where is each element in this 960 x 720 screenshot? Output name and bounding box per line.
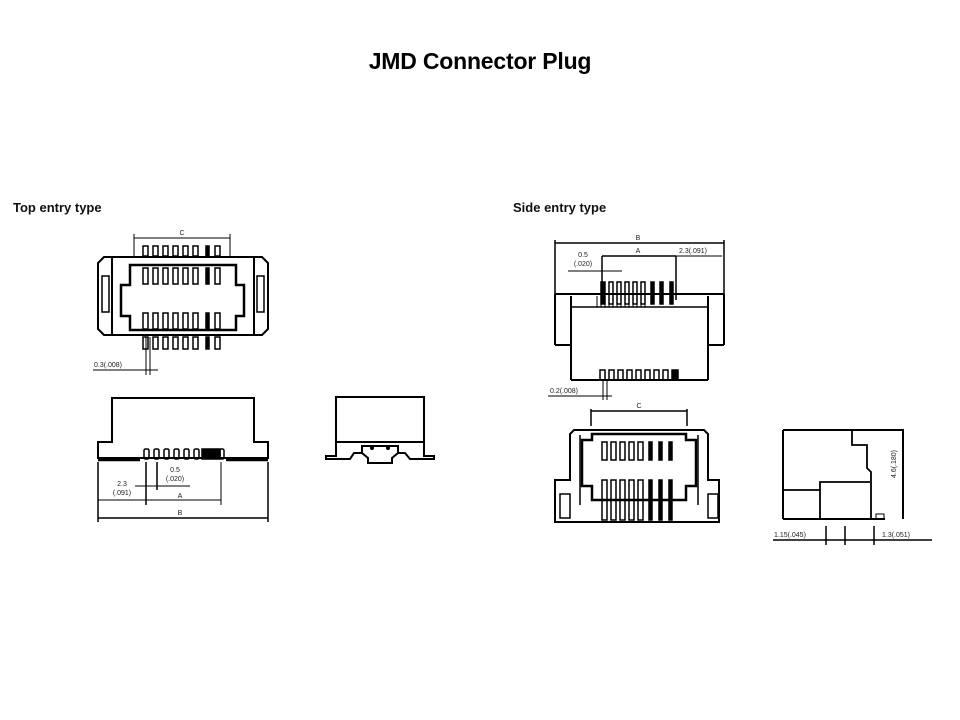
top-entry-label: Top entry type	[13, 200, 102, 215]
side-entry-label: Side entry type	[513, 200, 607, 215]
top-pins-outer	[142, 245, 221, 257]
top-dim-edge-mm: 2.3	[117, 481, 127, 488]
side-dim-pitch-in: (.020)	[574, 261, 592, 268]
side-entry-side-view	[773, 429, 932, 545]
top-entry-front-view	[97, 397, 269, 522]
side-dim-left-offset: 1.15(.045)	[774, 532, 806, 539]
side-dim-pitch-offset: 0.2(.008)	[550, 388, 578, 395]
top-dim-pitch-offset: 0.3(.008)	[94, 362, 122, 369]
side-entry-front-view	[554, 409, 720, 523]
side-dim-c: C	[636, 403, 641, 410]
side-dim-b: B	[636, 235, 641, 242]
top-entry-side-view	[325, 396, 435, 464]
side-dim-right-offset: 1.3(.051)	[882, 532, 910, 539]
top-dim-b: B	[178, 510, 183, 517]
top-dim-c: C	[179, 230, 184, 237]
slide-title: JMD Connector Plug	[368, 48, 592, 74]
side-dim-pitch-mm: 0.5	[578, 252, 588, 259]
side-dim-a: A	[636, 248, 641, 255]
top-dim-a: A	[178, 493, 183, 500]
side-entry-top-view	[548, 240, 725, 400]
top-dim-edge-in: (.091)	[113, 490, 131, 497]
top-dim-pitch-mm: 0.5	[170, 467, 180, 474]
top-dim-pitch-in: (.020)	[166, 476, 184, 483]
top-entry-top-view	[93, 234, 269, 375]
side-dim-height: 4.6(.180)	[891, 450, 898, 478]
side-dim-edge: 2.3(.091)	[679, 248, 707, 255]
